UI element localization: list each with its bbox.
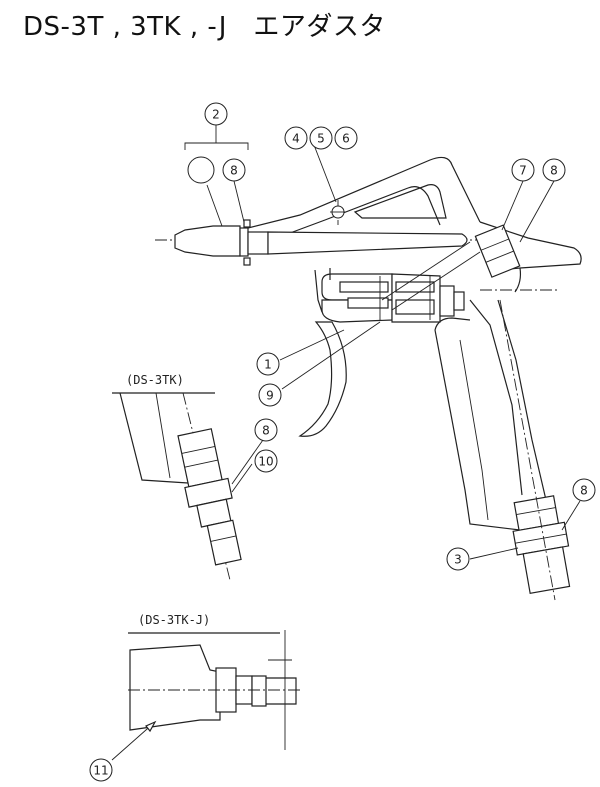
ds-3tk-label: (DS-3TK) xyxy=(126,373,184,387)
part-balloon-7: 7 xyxy=(511,158,535,182)
svg-text:5: 5 xyxy=(317,132,325,146)
part-balloon-3: 3 xyxy=(446,547,470,571)
part-balloon-9: 9 xyxy=(258,383,282,407)
ds-3tk-j-label: (DS-3TK-J) xyxy=(138,613,210,627)
svg-text:9: 9 xyxy=(266,389,274,403)
part-balloon-8: 8 xyxy=(542,158,566,182)
part-balloons: 2 8 4 5 6 7 8 1 xyxy=(89,102,596,782)
svg-text:7: 7 xyxy=(519,164,527,178)
ds-3tk-j-subview: (DS-3TK-J) xyxy=(128,613,300,750)
svg-text:8: 8 xyxy=(230,164,238,178)
ds-3tk-subview: (DS-3TK) xyxy=(112,373,242,581)
svg-text:6: 6 xyxy=(342,132,350,146)
page-title: DS-3T , 3TK , -J エアダスタ xyxy=(23,12,386,42)
leader-lines xyxy=(111,125,581,761)
part-balloon-8: 8 xyxy=(572,478,596,502)
svg-text:2: 2 xyxy=(212,108,220,122)
part-balloon-1: 1 xyxy=(256,352,280,376)
svg-text:8: 8 xyxy=(550,164,558,178)
svg-text:1: 1 xyxy=(264,358,272,372)
gun-body xyxy=(239,156,582,531)
part-balloon-4: 4 xyxy=(284,126,308,150)
svg-text:11: 11 xyxy=(93,764,108,778)
svg-text:3: 3 xyxy=(454,553,462,567)
part-balloon-8: 8 xyxy=(222,158,246,182)
bottom-coupler xyxy=(512,495,571,595)
part-balloon-5: 5 xyxy=(309,126,333,150)
svg-text:8: 8 xyxy=(262,424,270,438)
part-balloon-11: 11 xyxy=(89,758,113,782)
top-fitting xyxy=(474,224,521,278)
nozzle xyxy=(174,205,468,266)
svg-text:8: 8 xyxy=(580,484,588,498)
grip-centerline xyxy=(499,299,556,601)
svg-text:4: 4 xyxy=(292,132,300,146)
part-balloon-8: 8 xyxy=(254,418,278,442)
part-balloon-6: 6 xyxy=(334,126,358,150)
part-balloon-2: 2 xyxy=(204,102,228,126)
svg-text:10: 10 xyxy=(258,455,273,469)
part-balloon-blank xyxy=(187,156,215,184)
part-balloon-10: 10 xyxy=(254,449,278,473)
